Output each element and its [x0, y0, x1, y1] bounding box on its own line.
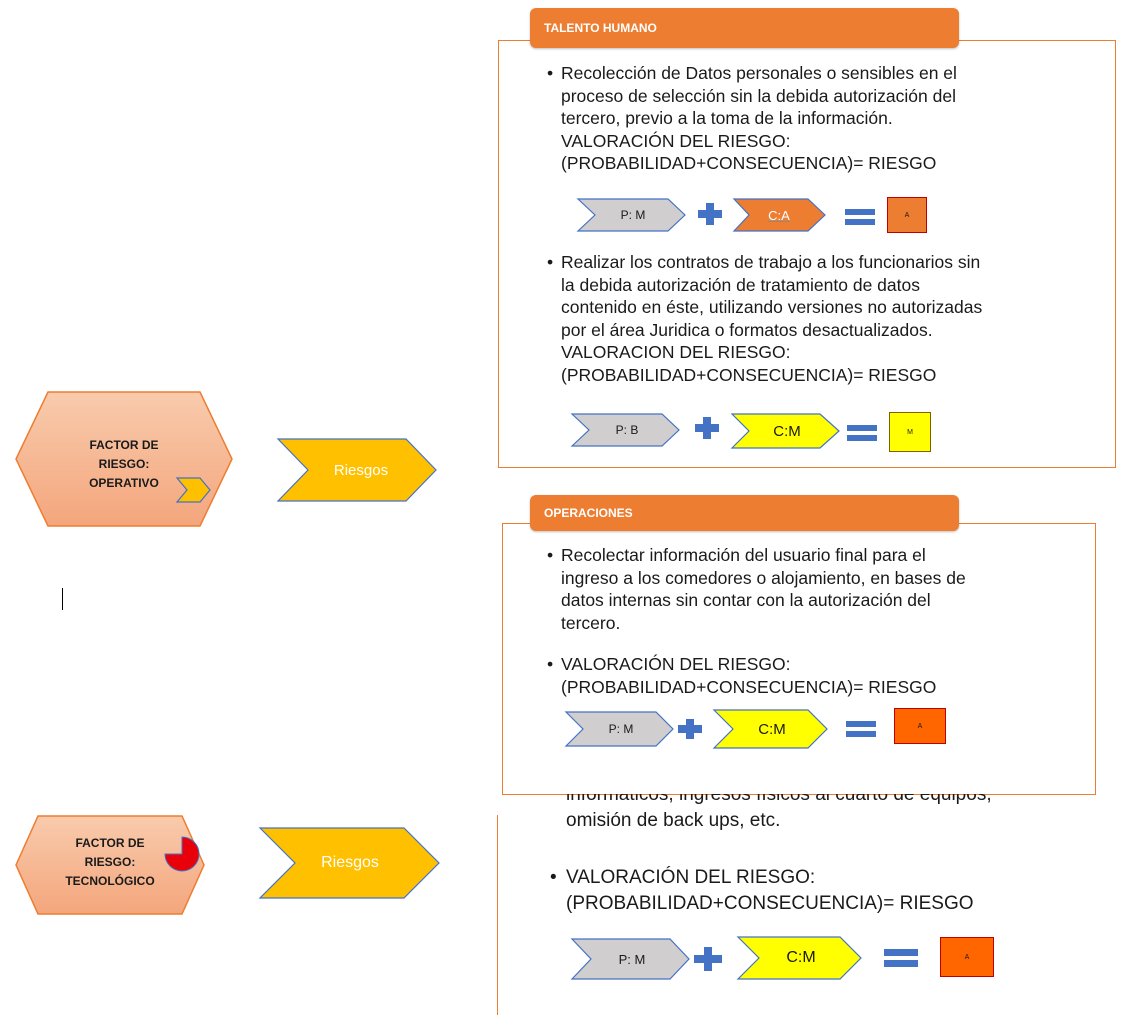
- riesgos-chevron-tecnologico: [258, 827, 440, 899]
- factor-operativo-hexagon: [15, 391, 233, 527]
- probability-chevron: [570, 413, 680, 447]
- equals-icon: [847, 425, 877, 441]
- equals-icon: [846, 721, 876, 737]
- probability-chevron: [564, 711, 674, 747]
- plus-icon: [695, 417, 719, 439]
- talento-bullet-1: • Recolección de Datos personales o sens…: [547, 63, 957, 173]
- equals-icon: [845, 209, 875, 225]
- pie-chart-icon: [164, 836, 200, 872]
- tecnologico-partial-text: informáticos, ingresos físicos al cuarto…: [566, 794, 992, 831]
- chevron-icon: [176, 477, 211, 503]
- plus-icon: [698, 203, 722, 225]
- probability-chevron: [576, 198, 686, 232]
- text-cursor: [62, 588, 63, 610]
- talento-humano-header: TALENTO HUMANO: [530, 8, 959, 48]
- factor-tecnologico-label: FACTOR DE RIESGO: TECNOLÓGICO: [65, 836, 155, 888]
- operaciones-bullet-1: • Recolectar información del usuario fin…: [547, 545, 966, 633]
- plus-icon: [678, 719, 702, 739]
- risk-result-box: A: [940, 937, 994, 977]
- operaciones-bullet-2: • VALORACIÓN DEL RIESGO: (PROBABILIDAD+C…: [547, 654, 937, 697]
- consequence-chevron: [712, 709, 828, 749]
- riesgos-chevron-operativo: [276, 438, 437, 502]
- risk-result-box: A: [894, 708, 946, 744]
- factor-operativo-label: FACTOR DE RIESGO: OPERATIVO: [89, 438, 159, 490]
- equals-icon: [884, 949, 918, 967]
- consequence-chevron: [736, 936, 862, 980]
- operaciones-header: OPERACIONES: [530, 495, 959, 531]
- consequence-chevron: [732, 198, 826, 232]
- tecnologico-bullet: • VALORACIÓN DEL RIESGO: (PROBABILIDAD+C…: [550, 867, 974, 914]
- talento-humano-panel: [498, 40, 1116, 468]
- probability-chevron: [570, 938, 690, 980]
- risk-result-box: M: [889, 412, 931, 452]
- talento-bullet-2: • Realizar los contratos de trabajo a lo…: [547, 252, 983, 385]
- factor-tecnologico-hexagon: [15, 815, 205, 915]
- tecnologico-panel-border: [497, 815, 498, 1015]
- plus-icon: [694, 947, 722, 971]
- operaciones-panel: [502, 523, 1096, 795]
- risk-result-box: A: [887, 197, 927, 233]
- consequence-chevron: [730, 413, 840, 449]
